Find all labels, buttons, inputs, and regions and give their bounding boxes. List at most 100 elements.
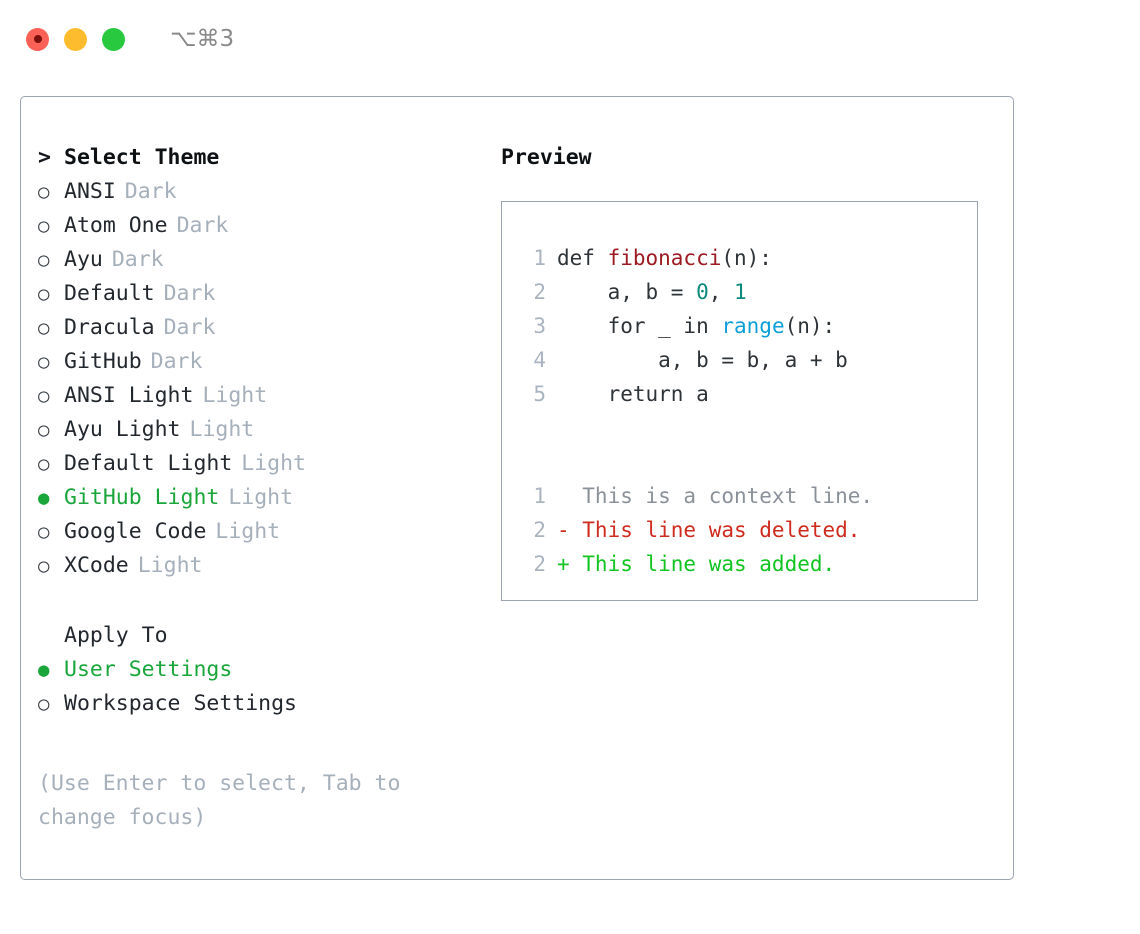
theme-kind: Dark — [150, 349, 203, 374]
main-panel: > Select Theme ○ ANSI Dark ○ Atom One Da… — [20, 96, 1014, 880]
radio-icon[interactable]: ○ — [38, 283, 50, 305]
code-token: for _ in — [557, 314, 722, 338]
radio-icon[interactable]: ○ — [38, 317, 50, 339]
theme-item-xcode-light[interactable]: ○ XCode Light — [38, 553, 486, 587]
title-bar: ⌥⌘3 — [0, 0, 1140, 78]
maximize-button[interactable] — [102, 27, 125, 51]
apply-option-user-settings[interactable]: ● User Settings — [38, 657, 486, 691]
select-theme-label: Select Theme — [64, 145, 220, 170]
code-token-number: 1 — [734, 280, 747, 304]
code-line: 5 return a — [520, 382, 977, 416]
keyboard-shortcut-label: ⌥⌘3 — [170, 26, 235, 52]
recording-indicator-icon — [33, 35, 42, 43]
line-number: 4 — [533, 348, 546, 372]
line-number: 3 — [533, 314, 546, 338]
diff-line-context: 1 This is a context line. — [520, 484, 977, 518]
theme-item-github-dark[interactable]: ○ GitHub Dark — [38, 349, 486, 383]
radio-icon[interactable]: ○ — [38, 453, 50, 475]
theme-kind: Dark — [176, 213, 229, 238]
theme-name: ANSI — [64, 179, 116, 204]
apply-to-label: Apply To — [64, 623, 168, 648]
theme-name: Dracula — [64, 315, 155, 340]
theme-kind: Dark — [163, 281, 216, 306]
theme-kind: Light — [215, 519, 281, 544]
radio-icon[interactable]: ○ — [38, 521, 50, 543]
theme-name: Google Code — [64, 519, 207, 544]
code-line: 3 for _ in range(n): — [520, 314, 977, 348]
preview-box: 1 def fibonacci(n): 2 a, b = 0, 1 3 for … — [501, 201, 978, 601]
theme-kind: Light — [241, 451, 307, 476]
apply-option-label: Workspace Settings — [64, 691, 297, 716]
window-controls — [26, 27, 125, 51]
theme-item-ayu-dark[interactable]: ○ Ayu Dark — [38, 247, 486, 281]
line-number: 1 — [533, 484, 546, 508]
line-number: 2 — [533, 552, 546, 576]
theme-item-atom-one-dark[interactable]: ○ Atom One Dark — [38, 213, 486, 247]
theme-item-google-code-light[interactable]: ○ Google Code Light — [38, 519, 486, 553]
theme-kind: Dark — [163, 315, 216, 340]
focus-caret-icon: > — [38, 145, 51, 170]
theme-name: GitHub — [64, 349, 142, 374]
diff-text: + This line was added. — [557, 552, 836, 576]
select-theme-heading: > Select Theme — [38, 145, 486, 179]
theme-item-dracula-dark[interactable]: ○ Dracula Dark — [38, 315, 486, 349]
theme-name: GitHub Light — [64, 485, 220, 510]
code-token-function: fibonacci — [607, 246, 722, 270]
radio-icon-selected[interactable]: ● — [38, 659, 50, 681]
code-token: def — [557, 246, 608, 270]
code-spacer — [520, 416, 977, 450]
radio-icon[interactable]: ○ — [38, 215, 50, 237]
close-button[interactable] — [26, 27, 49, 51]
theme-item-default-dark[interactable]: ○ Default Dark — [38, 281, 486, 315]
diff-line-added: 2 + This line was added. — [520, 552, 977, 586]
theme-kind: Dark — [111, 247, 164, 272]
section-spacer — [38, 587, 486, 623]
line-number: 1 — [533, 246, 546, 270]
code-token: (n): — [784, 314, 836, 338]
code-spacer — [520, 450, 977, 484]
apply-to-heading: Apply To — [38, 623, 486, 657]
preview-title: Preview — [501, 145, 592, 170]
theme-kind: Light — [228, 485, 294, 510]
radio-icon[interactable]: ○ — [38, 693, 50, 715]
theme-kind: Dark — [124, 179, 177, 204]
theme-kind: Light — [189, 417, 255, 442]
theme-kind: Light — [137, 553, 203, 578]
theme-item-ansi-dark[interactable]: ○ ANSI Dark — [38, 179, 486, 213]
code-token: (n): — [721, 246, 772, 270]
radio-icon[interactable]: ○ — [38, 555, 50, 577]
code-token-builtin: range — [721, 314, 785, 338]
line-number: 5 — [533, 382, 546, 406]
theme-item-ansi-light[interactable]: ○ ANSI Light Light — [38, 383, 486, 417]
diff-line-deleted: 2 - This line was deleted. — [520, 518, 977, 552]
line-number: 2 — [533, 280, 546, 304]
apply-option-workspace-settings[interactable]: ○ Workspace Settings — [38, 691, 486, 725]
code-token: , — [708, 280, 735, 304]
apply-option-label: User Settings — [64, 657, 233, 682]
line-number: 2 — [533, 518, 546, 542]
code-line: 1 def fibonacci(n): — [520, 246, 977, 280]
theme-name: Default Light — [64, 451, 233, 476]
diff-text: This is a context line. — [557, 484, 874, 508]
theme-item-default-light[interactable]: ○ Default Light Light — [38, 451, 486, 485]
radio-icon[interactable]: ○ — [38, 181, 50, 203]
diff-text: - This line was deleted. — [557, 518, 861, 542]
theme-name: Default — [64, 281, 155, 306]
radio-icon[interactable]: ○ — [38, 419, 50, 441]
theme-item-github-light[interactable]: ● GitHub Light Light — [38, 485, 486, 519]
keyboard-hint-text: (Use Enter to select, Tab to change focu… — [38, 771, 414, 830]
radio-icon[interactable]: ○ — [38, 351, 50, 373]
code-line: 4 a, b = b, a + b — [520, 348, 977, 382]
radio-icon[interactable]: ○ — [38, 385, 50, 407]
theme-kind: Light — [202, 383, 268, 408]
theme-name: Ayu Light — [64, 417, 181, 442]
minimize-button[interactable] — [64, 27, 87, 51]
theme-name: XCode — [64, 553, 129, 578]
radio-icon-selected[interactable]: ● — [38, 487, 50, 509]
code-token-number: 0 — [696, 280, 709, 304]
radio-icon[interactable]: ○ — [38, 249, 50, 271]
code-token: a, b = — [557, 280, 697, 304]
theme-item-ayu-light[interactable]: ○ Ayu Light Light — [38, 417, 486, 451]
code-token: a, b = b, a + b — [557, 348, 848, 372]
